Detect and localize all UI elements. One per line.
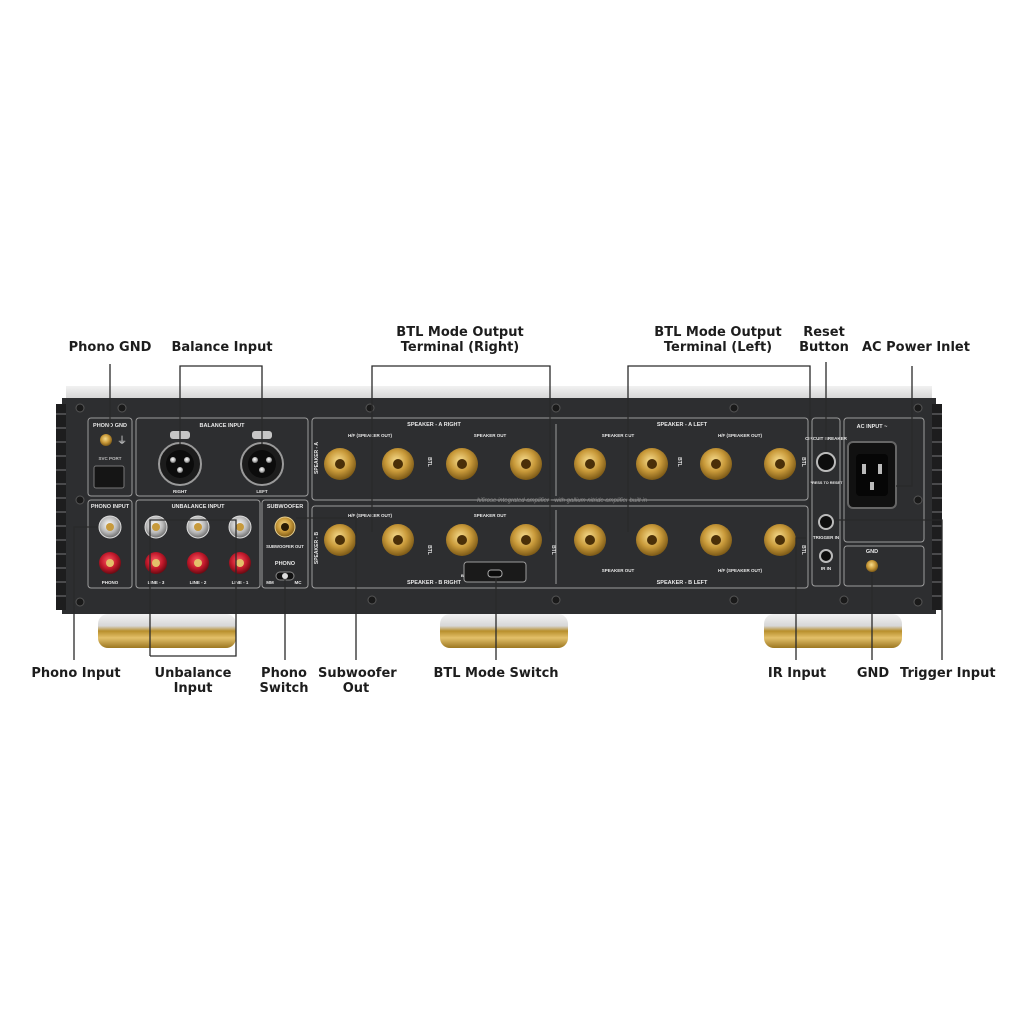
amplifier-feet bbox=[98, 614, 902, 648]
ac-power-inlet-socket[interactable] bbox=[847, 441, 897, 509]
label-balance-right: RIGHT bbox=[173, 489, 187, 494]
label-hf-a-left: H/F (SPEAKER OUT) bbox=[718, 433, 763, 438]
speaker-b-binding-posts[interactable] bbox=[324, 524, 796, 556]
callout-btl-mode-switch: BTL Mode Switch bbox=[433, 666, 559, 681]
callout-gnd: GND bbox=[856, 666, 890, 681]
callout-phono-gnd: Phono GND bbox=[68, 340, 152, 355]
rca-white-row[interactable] bbox=[98, 515, 252, 539]
rca-red-row[interactable] bbox=[99, 552, 251, 574]
label-so-b-left: SPEAKER OUT bbox=[602, 568, 635, 573]
label-speaker-b-right: SPEAKER - B RIGHT bbox=[407, 580, 462, 586]
callout-ac-power-inlet: AC Power Inlet bbox=[862, 340, 970, 355]
label-phono-switch: PHONO bbox=[275, 561, 296, 567]
label-unbalance-input: UNBALANCE INPUT bbox=[172, 504, 226, 510]
label-balance-left: LEFT bbox=[256, 489, 267, 494]
label-mc: MC bbox=[295, 580, 303, 585]
label-press-to-reset: PRESS TO RESET bbox=[810, 481, 844, 485]
reset-button[interactable] bbox=[816, 452, 836, 472]
label-gnd-panel: GND bbox=[866, 549, 878, 555]
label-speaker-a-side: SPEAKER - A bbox=[314, 442, 320, 474]
ground-symbol-icon: ⏚ bbox=[117, 435, 127, 447]
phono-gnd-post[interactable] bbox=[100, 434, 112, 446]
label-line1: LINE - 1 bbox=[232, 580, 249, 585]
speaker-a-binding-posts[interactable] bbox=[324, 448, 796, 480]
label-svc-port: SVC PORT bbox=[98, 456, 121, 461]
callout-phono-input: Phono Input bbox=[31, 666, 121, 681]
label-hf-b-right: H/F (SPEAKER OUT) bbox=[348, 513, 393, 518]
btl-tag-b-right: BTL bbox=[426, 545, 432, 555]
panel-screws bbox=[75, 403, 923, 607]
label-hf-a-right: H/F (SPEAKER OUT) bbox=[348, 433, 393, 438]
panel-tagline: hifirose integrated amplifier - with gal… bbox=[477, 498, 648, 504]
label-ir-in: IR IN bbox=[821, 566, 831, 571]
callout-ir-input: IR Input bbox=[767, 666, 827, 681]
xlr-right-connector[interactable] bbox=[158, 431, 202, 486]
label-subwoofer: SUBWOOFER bbox=[267, 504, 303, 510]
btl-mode-switch[interactable] bbox=[487, 569, 503, 578]
svc-port bbox=[93, 465, 125, 489]
btl-tag-b-center: BTL bbox=[550, 545, 556, 555]
label-line3: LINE - 3 bbox=[148, 580, 165, 585]
heatsink-fins-right bbox=[932, 404, 942, 610]
label-phono-input: PHONO INPUT bbox=[91, 504, 130, 510]
label-phono-jack: PHONO bbox=[102, 580, 119, 585]
label-so-b-right: SPEAKER OUT bbox=[474, 513, 507, 518]
label-subwoofer-out: SUBWOOFER OUT bbox=[266, 544, 304, 549]
ir-in-jack[interactable] bbox=[819, 549, 833, 563]
gnd-post[interactable] bbox=[866, 560, 878, 572]
chassis-top bbox=[66, 386, 932, 400]
label-speaker-b-left: SPEAKER - B LEFT bbox=[657, 580, 708, 586]
label-speaker-a-right: SPEAKER - A RIGHT bbox=[407, 422, 461, 428]
callout-balance-input: Balance Input bbox=[171, 340, 273, 355]
label-trigger-in: TRIGGER IN bbox=[813, 535, 839, 540]
btl-tag-a-left: BTL bbox=[676, 457, 682, 467]
callout-trigger-input: Trigger Input bbox=[900, 666, 996, 681]
xlr-left-connector[interactable] bbox=[240, 431, 284, 486]
label-mm: MM bbox=[266, 580, 274, 585]
heatsink-fins-left bbox=[56, 404, 66, 610]
label-ac-input: AC INPUT ~ bbox=[857, 424, 888, 430]
label-so-a-right: SPEAKER OUT bbox=[474, 433, 507, 438]
btl-tag-a-far-left: BTL bbox=[800, 457, 806, 467]
label-speaker-a-left: SPEAKER - A LEFT bbox=[657, 422, 708, 428]
callout-leader-lines bbox=[73, 362, 943, 660]
label-so-a-left: SPEAKER OUT bbox=[602, 433, 635, 438]
label-balance-input: BALANCE INPUT bbox=[200, 423, 246, 429]
label-hf-b-left: H/F (SPEAKER OUT) bbox=[718, 568, 763, 573]
label-line2: LINE - 2 bbox=[190, 580, 207, 585]
label-speaker-b-side: SPEAKER - B bbox=[314, 532, 320, 565]
btl-tag-b-far-left: BTL bbox=[800, 545, 806, 555]
trigger-in-jack[interactable] bbox=[818, 514, 834, 530]
btl-tag-a-right: BTL bbox=[426, 457, 432, 467]
